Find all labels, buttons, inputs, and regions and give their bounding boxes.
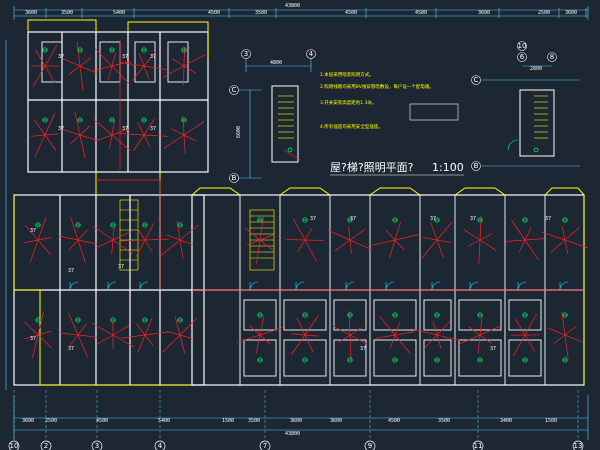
room-label: 37 [118,264,124,270]
axis-label: 11 [474,442,483,450]
top-dimension-label: 3600 [478,10,490,16]
design-notes: 1.本层采用暗装照明方式。 2.照明线路均采用BV线穿管暗敷设，每户设一个配电箱… [320,71,459,130]
stair-middle [119,199,139,271]
overall-dimension-top: 43800 [285,3,300,9]
note-line: 3.开关安装高度距地1.3米。 [320,99,376,106]
room-label: 37 [350,216,356,222]
door-swings [69,281,569,291]
top-dimension-label: 4500 [345,10,357,16]
bottom-dimension-label: 3600 [290,418,302,424]
axis-bubble [572,440,584,450]
stair-left [249,209,275,271]
bottom-dimension-label: 4500 [96,418,108,424]
room-label: 37 [58,54,64,60]
top-dimension-label: 3600 [25,10,37,16]
top-dimension-label: 3500 [255,10,267,16]
axis-label: B [232,174,237,182]
inset-stair-left: 3 4 C B 4800 6600 [229,49,316,183]
room-label: 37 [68,346,74,352]
axis-bubble [259,440,271,450]
bottom-dimension-label: 3500 [248,418,260,424]
note-line: 4.所有插座均采用安全型插座。 [320,123,383,130]
axis-label: 2 [44,442,48,450]
room-label: 37 [122,126,128,132]
room-label: 37 [545,216,551,222]
note-line: 1.本层采用暗装照明方式。 [320,71,374,78]
axis-bubble [40,440,52,450]
axis-bubble [472,440,484,450]
room-labels: 37 37 37 37 37 37 37 37 37 37 37 37 37 37 37 37 37 37 [30,54,551,352]
bottom-dimension-label: 1500 [222,418,234,424]
axis-label: C [474,76,479,84]
axis-bubble [8,440,20,450]
axis-label: 7 [263,442,267,450]
top-dimension-label: 4500 [415,10,427,16]
top-dimension-label: 2500 [538,10,550,16]
bottom-dimension-label: 1500 [545,418,557,424]
axis-label: 4 [309,50,314,58]
bottom-dimension-label: 5400 [158,418,170,424]
axis-bubble [154,440,166,450]
room-label: 37 [310,216,316,222]
axis-bubble [229,173,239,183]
plan-title: 屋?梯?照明平面? [330,161,414,174]
inset-dimension: 6600 [236,126,242,138]
room-label: 37 [360,346,366,352]
axis-label: 13 [574,442,583,450]
bottom-dimension-label: 3600 [330,418,342,424]
axis-label: C [232,86,237,94]
axis-label: 6 [520,53,525,61]
top-dimension-label: 3500 [61,10,73,16]
axis-bubble [91,440,103,450]
axis-label: 8 [550,53,554,61]
room-label: 37 [150,54,156,60]
room-label: 37 [430,216,436,222]
axis-label: 9 [368,442,372,450]
bottom-axis-bubbles: 10 2 3 4 7 9 11 13 [8,390,584,450]
left-wing-frame [13,19,209,386]
bottom-dimension-labels: 3600 2500 4500 5400 1500 3500 3600 3600 4500 3500… [22,418,557,424]
room-label: 37 [30,336,36,342]
lighting-fixtures [35,47,568,363]
bottom-dimension-label: 4500 [388,418,400,424]
note-line: 2.照明线路均采用BV线穿管暗敷设，每户设一个配电箱。 [320,83,434,90]
bottom-dimension-label: 3500 [438,418,450,424]
axis-label: 4 [158,442,163,450]
bottom-dimension-label: 3400 [500,418,512,424]
plan-scale: 1:100 [432,161,464,174]
top-dimension-labels: 3600 3500 5400 4500 3500 4500 4500 3600 2500 3600 [25,8,587,18]
axis-label: 10 [518,42,527,50]
room-label: 37 [122,54,128,60]
room-label: 37 [150,126,156,132]
inset-dimension: 2800 [530,66,542,72]
room-label: 37 [68,268,74,274]
axis-label: 3 [244,50,248,58]
axis-bubble [229,85,239,95]
axis-bubble [306,49,316,59]
axis-label: 10 [10,442,19,450]
top-dimension-chain [13,6,589,20]
axis-bubble [364,440,376,450]
top-dimension-label: 5400 [113,10,125,16]
room-label: 37 [470,216,476,222]
top-dimension-label: 3600 [565,10,577,16]
room-label: 37 [30,228,36,234]
lighting-circuit-wiring [24,40,588,359]
room-label: 37 [490,346,496,352]
axis-label: B [474,162,479,170]
bottom-dimension-label: 3600 [22,418,34,424]
room-label: 37 [58,126,64,132]
axis-label: 3 [95,442,99,450]
overall-dimension-bottom: 43800 [285,431,300,437]
inset-dimension: 4800 [270,60,282,66]
top-dimension-label: 4500 [208,10,220,16]
axis-bubble [241,49,251,59]
bottom-dimension-label: 2500 [45,418,57,424]
inset-stair-right: 10 6 8 C B 2800 [471,41,580,171]
